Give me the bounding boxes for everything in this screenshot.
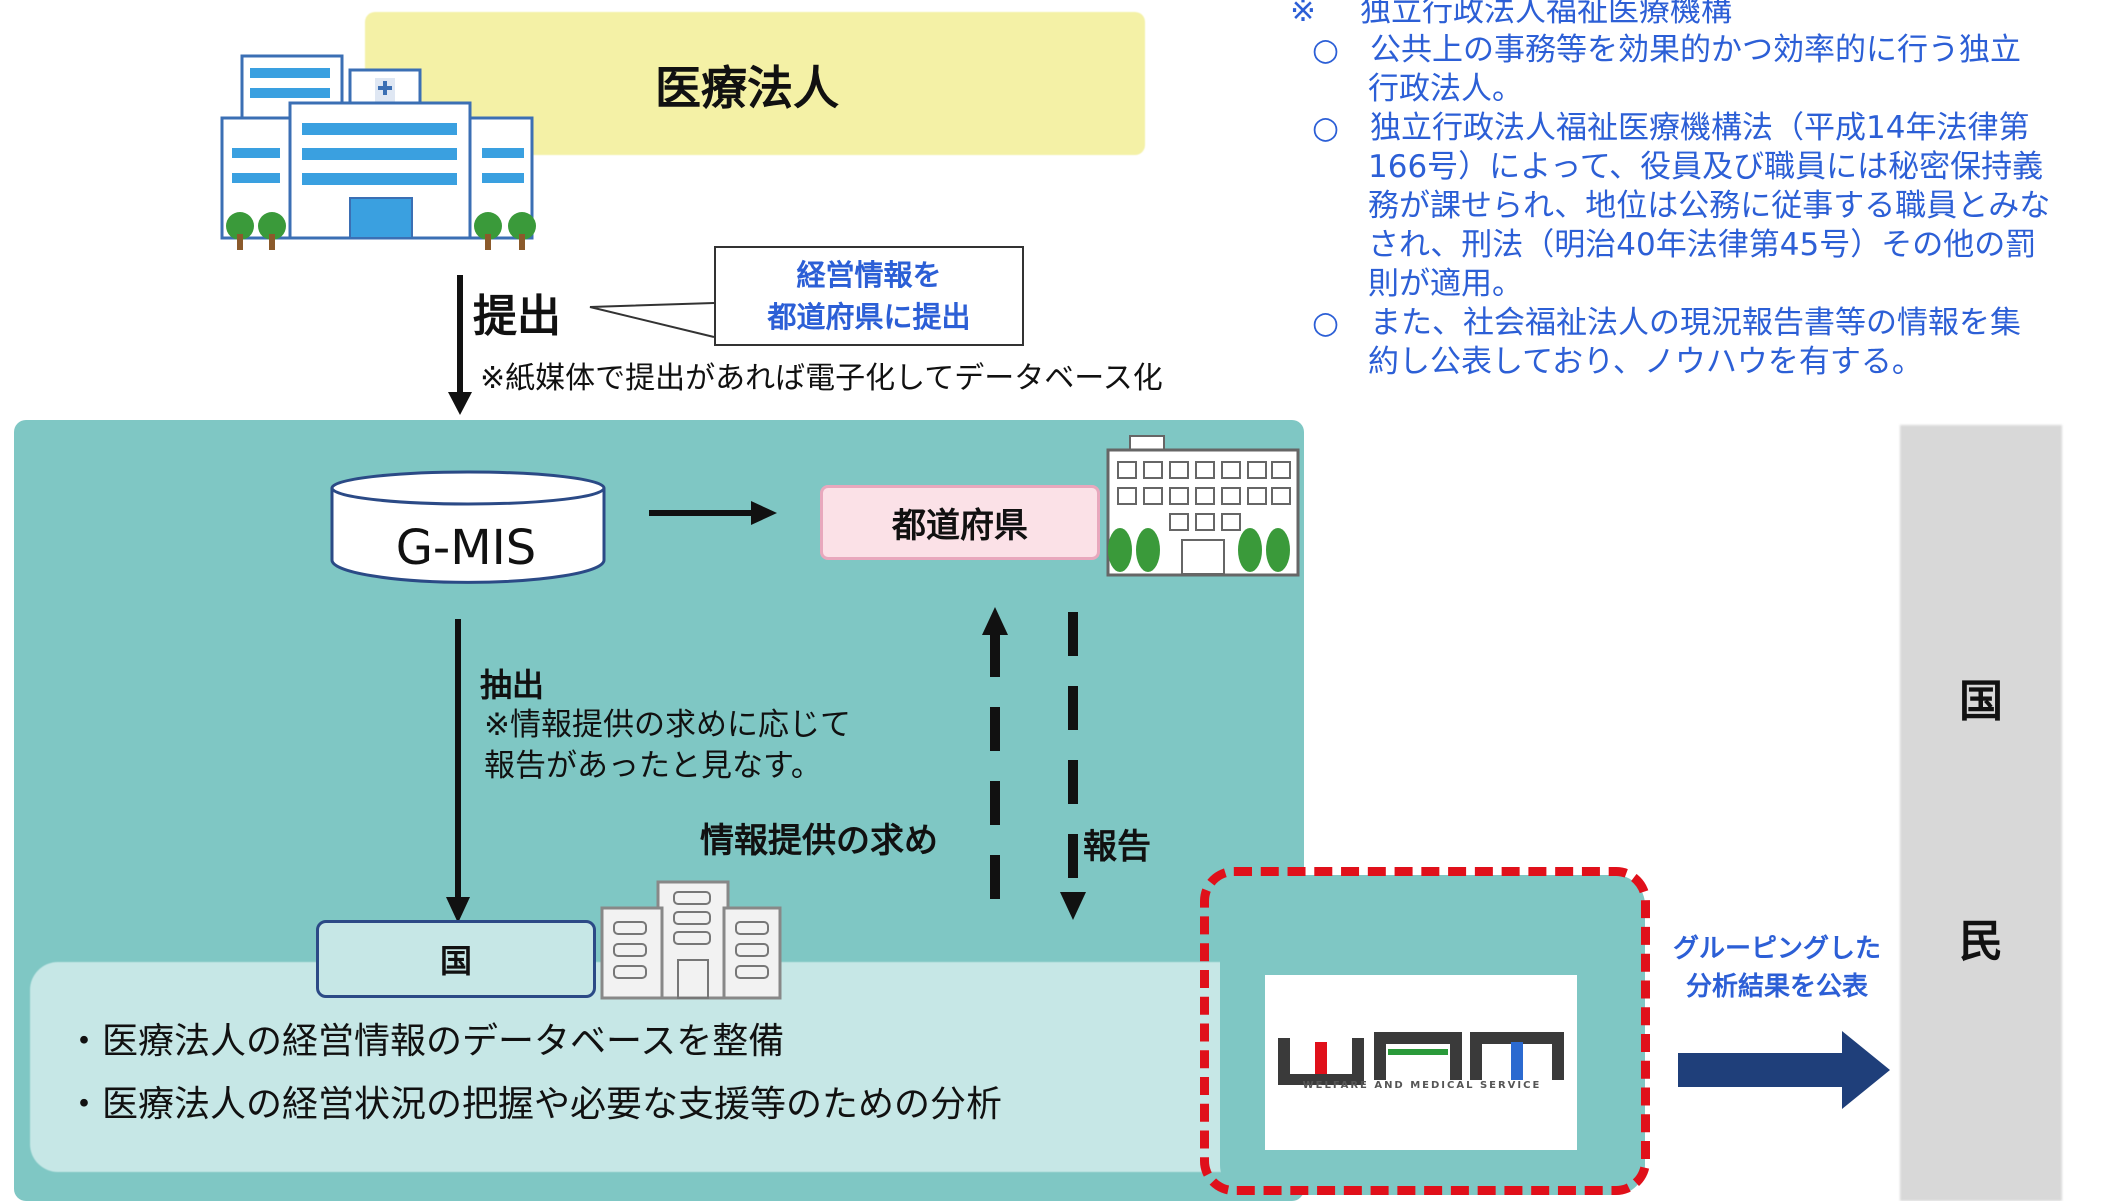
- paper-submission-note: ※紙媒体で提出があれば電子化してデータベース化: [480, 361, 1163, 396]
- publish-arrow: [1678, 1031, 1890, 1109]
- country-box: 国: [316, 920, 596, 998]
- wam-highlight-border: [1200, 867, 1650, 1195]
- country-role-item: ・医療法人の経営状況の把握や必要な支援等のための分析: [66, 1084, 1003, 1125]
- wam-notes: ※ 独立行政法人福祉医療機構 ○ 公共上の事務等を効果的かつ効率的に行う独立 行政法…: [1290, 0, 2100, 382]
- note-item: ○ また、社会福祉法人の現況報告書等の情報を集: [1290, 304, 2100, 343]
- callout-pointer: [589, 302, 715, 338]
- nation-char: 国: [1959, 676, 2003, 727]
- publish-label: グルーピングした 分析結果を公表: [1652, 930, 1902, 1006]
- notes-heading: ※ 独立行政法人福祉医療機構: [1290, 0, 2100, 31]
- note-text: 則が適用。: [1368, 266, 1523, 302]
- request-dashed-arrow: [982, 607, 1008, 917]
- prefecture-office-icon: [1106, 435, 1300, 577]
- circle-bullet-icon: ○: [1312, 305, 1340, 341]
- medical-corporation-title: 医療法人: [655, 61, 839, 115]
- note-text: 務が課せられ、地位は公務に従事する職員とみな: [1368, 188, 2051, 224]
- wam-logo: [1278, 1032, 1564, 1085]
- note-text: 独立行政法人福祉医療機構法（平成14年法律第: [1370, 110, 2030, 146]
- publish-line-1: グルーピングした: [1672, 934, 1881, 964]
- extract-note-line-1: ※情報提供の求めに応じて: [484, 707, 851, 743]
- database-cylinder-icon: [330, 470, 606, 584]
- prefecture-box: 都道府県: [820, 485, 1100, 560]
- submit-arrow: [448, 275, 472, 415]
- extract-note: ※情報提供の求めに応じて 報告があったと見なす。: [484, 705, 851, 787]
- gmis-to-prefecture-arrow: [649, 501, 777, 525]
- extract-label: 抽出: [480, 666, 545, 704]
- notes-heading-text: 独立行政法人福祉医療機構: [1360, 0, 1732, 29]
- callout-line-2: 都道府県に提出: [767, 300, 971, 334]
- note-item: ○ 公共上の事務等を効果的かつ効率的に行う独立: [1290, 31, 2100, 70]
- asterisk-mark: ※: [1290, 0, 1316, 29]
- submit-callout: 経営情報を 都道府県に提出: [714, 246, 1024, 346]
- extract-arrow: [446, 619, 470, 923]
- note-text: 約し公表しており、ノウハウを有する。: [1368, 344, 1923, 380]
- extract-note-line-2: 報告があったと見なす。: [484, 748, 822, 784]
- nation-bar: [1900, 425, 2062, 1201]
- note-text: 166号）によって、役員及び職員には秘密保持義: [1368, 149, 2044, 185]
- publish-line-2: 分析結果を公表: [1685, 972, 1868, 1002]
- note-text: 行政法人。: [1368, 71, 1523, 107]
- callout-line-1: 経営情報を: [796, 258, 942, 292]
- circle-bullet-icon: ○: [1312, 32, 1340, 68]
- report-dashed-arrow: [1060, 612, 1086, 920]
- report-label: 報告: [1083, 827, 1151, 867]
- gmis-label: G-MIS: [395, 520, 537, 576]
- wam-tagline: WELFARE AND MEDICAL SERVICE: [1302, 1080, 1542, 1091]
- submit-label: 提出: [473, 291, 561, 342]
- circle-bullet-icon: ○: [1312, 110, 1340, 146]
- note-text: また、社会福祉法人の現況報告書等の情報を集: [1370, 305, 2021, 341]
- request-label: 情報提供の求め: [700, 821, 938, 861]
- note-text: 公共上の事務等を効果的かつ効率的に行う独立: [1370, 32, 2021, 68]
- hospital-icon: [220, 54, 536, 250]
- note-text: され、刑法（明治40年法律第45号）その他の罰: [1368, 227, 2037, 263]
- government-building-icon: [600, 880, 782, 1000]
- note-item: ○ 独立行政法人福祉医療機構法（平成14年法律第: [1290, 109, 2100, 148]
- nation-char: 民: [1959, 916, 2003, 967]
- country-role-item: ・医療法人の経営情報のデータベースを整備: [66, 1021, 785, 1062]
